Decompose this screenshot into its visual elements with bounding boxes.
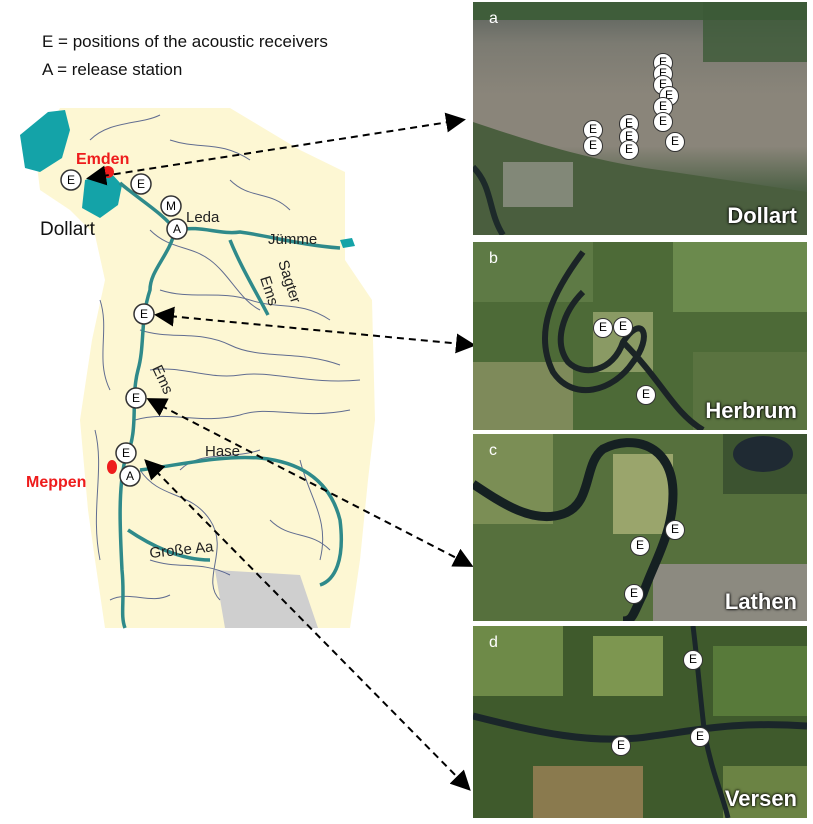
panel-letter-c: c xyxy=(489,442,497,459)
dollart-label: Dollart xyxy=(40,219,96,240)
lake xyxy=(340,238,355,248)
arrow-to-herbrum xyxy=(154,306,476,354)
panel-letter-b: b xyxy=(489,250,498,267)
svg-text:E: E xyxy=(137,177,145,191)
panel-versen: d E E E Versen xyxy=(473,626,807,818)
leda-label: Leda xyxy=(186,209,220,226)
receiver-marker: E xyxy=(593,318,613,338)
svg-text:A: A xyxy=(126,469,134,483)
marker-e-emden: E xyxy=(130,173,152,195)
panel-herbrum: b E E E Herbrum xyxy=(473,242,807,430)
svg-text:M: M xyxy=(166,199,176,213)
panel-dollart: a E E E E E E E E E E E E Dollart xyxy=(473,2,807,235)
panel-letter-a: a xyxy=(489,10,498,27)
marker-a-meppen: A xyxy=(119,465,141,487)
receiver-marker: E xyxy=(611,736,631,756)
panel-name-lathen: Lathen xyxy=(724,589,797,614)
receiver-marker: E xyxy=(630,536,650,556)
leda-jumme-river xyxy=(177,226,341,250)
map-markers: E E M A E E E A xyxy=(60,169,188,487)
receiver-marker: E xyxy=(619,140,639,160)
svg-text:E: E xyxy=(67,173,75,187)
legend-receivers: E = positions of the acoustic receivers xyxy=(42,32,328,51)
grosse-aa-label: Große Aa xyxy=(149,538,215,562)
marker-e-herbrum: E xyxy=(133,303,155,325)
marker-e-lathen: E xyxy=(125,387,147,409)
legend-release: A = release station xyxy=(42,60,183,79)
jumme-label: Jümme xyxy=(268,231,317,248)
dollart-bay xyxy=(20,110,70,172)
arrow-to-versen xyxy=(144,459,471,791)
svg-text:E: E xyxy=(132,391,140,405)
meppen-city-dot xyxy=(107,460,117,474)
marker-e-meppen: E xyxy=(115,442,137,464)
lathen-satellite xyxy=(473,434,807,621)
arrow-to-dollart xyxy=(86,112,466,186)
meppen-label: Meppen xyxy=(26,474,86,491)
herbrum-satellite xyxy=(473,242,807,430)
receiver-marker: E xyxy=(683,650,703,670)
callout-arrows xyxy=(86,112,476,791)
emden-label: Emden xyxy=(76,151,129,168)
panel-name-versen: Versen xyxy=(724,786,797,811)
receiver-marker: E xyxy=(613,317,633,337)
receiver-marker: E xyxy=(583,136,603,156)
svg-text:E: E xyxy=(122,446,130,460)
panel-name-dollart: Dollart xyxy=(727,203,797,228)
panel-lathen: c E E E Lathen xyxy=(473,434,807,621)
receiver-marker: E xyxy=(653,112,673,132)
receiver-marker: E xyxy=(665,520,685,540)
hase-label: Hase xyxy=(205,443,240,460)
panel-letter-d: d xyxy=(489,634,498,651)
dollart-satellite xyxy=(473,2,807,235)
svg-text:A: A xyxy=(173,222,181,236)
svg-text:E: E xyxy=(140,307,148,321)
legend: E = positions of the acoustic receivers … xyxy=(42,28,328,84)
marker-a-leda: A xyxy=(166,218,188,240)
marker-m-leda: M xyxy=(160,195,182,217)
receiver-marker: E xyxy=(636,385,656,405)
marker-e-dollart-west: E xyxy=(60,169,82,191)
versen-satellite xyxy=(473,626,807,818)
receiver-marker: E xyxy=(665,132,685,152)
panel-name-herbrum: Herbrum xyxy=(705,398,797,423)
receiver-marker: E xyxy=(690,727,710,747)
receiver-marker: E xyxy=(624,584,644,604)
